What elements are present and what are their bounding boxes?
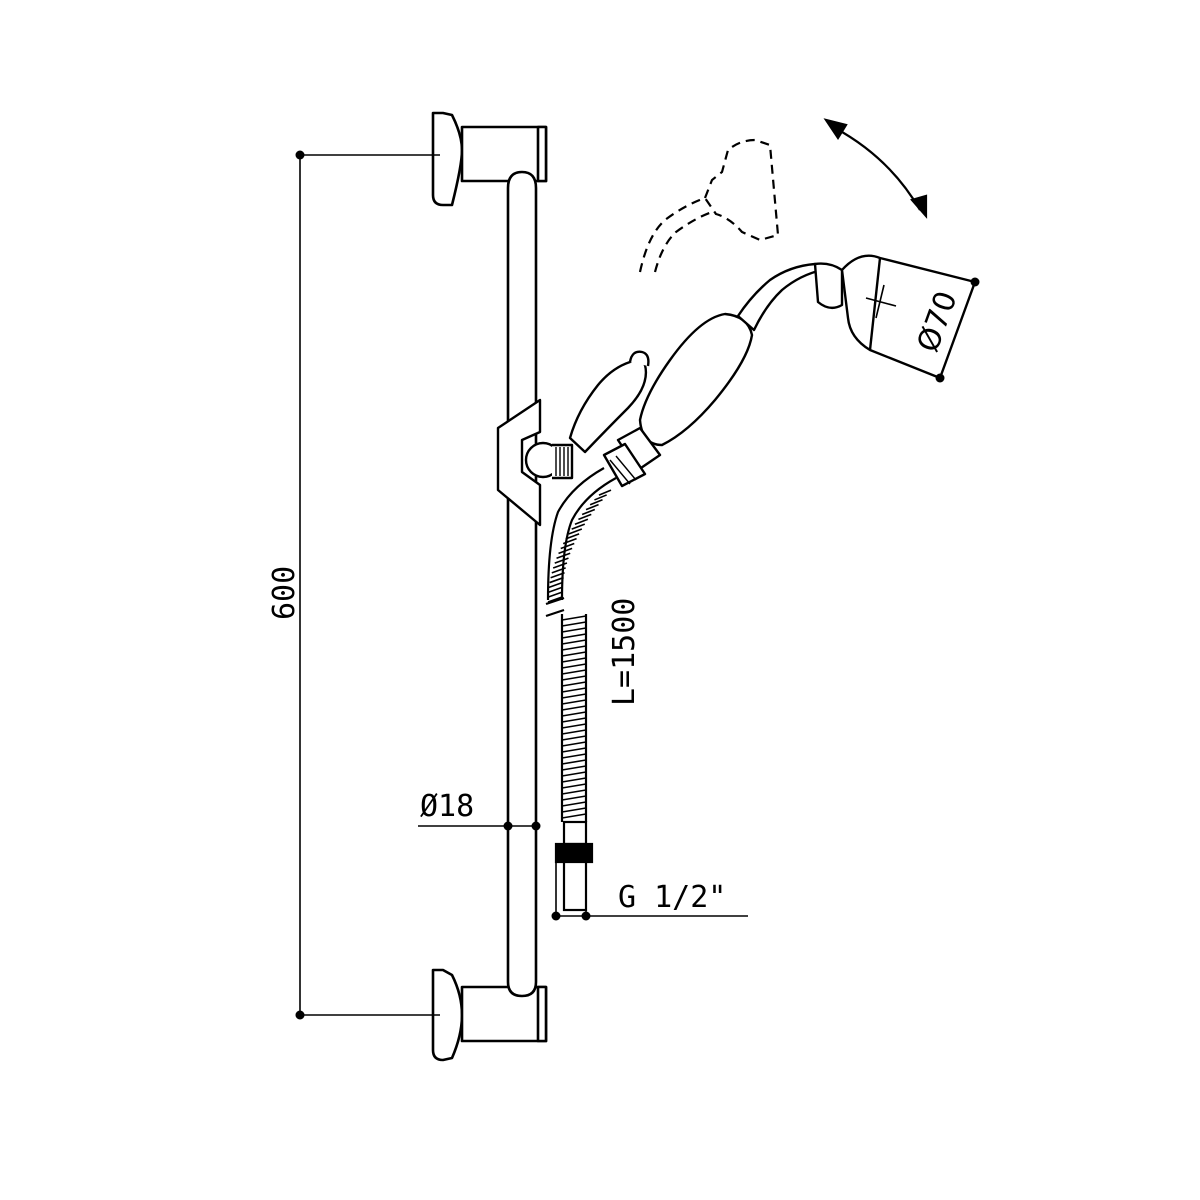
hose-length-label: L=1500	[607, 598, 642, 706]
rail-diameter-label: Ø18	[420, 789, 474, 824]
bottom-wall-bracket	[431, 968, 548, 1062]
thread-size-label: G 1/2"	[618, 880, 726, 915]
hand-shower-alt-position	[638, 138, 780, 273]
dimension-lines	[299, 154, 976, 1016]
hose-winding	[547, 489, 612, 819]
hand-shower	[602, 254, 977, 488]
top-wall-bracket	[431, 111, 548, 207]
dimension-dots	[295, 150, 980, 1020]
head-center-mark	[865, 284, 897, 319]
rail-length-label: 600	[267, 566, 302, 620]
hose-end-fitting	[554, 820, 594, 912]
shower-rail	[506, 170, 538, 998]
slider-holder	[496, 350, 650, 527]
rotation-arrow	[823, 118, 928, 219]
